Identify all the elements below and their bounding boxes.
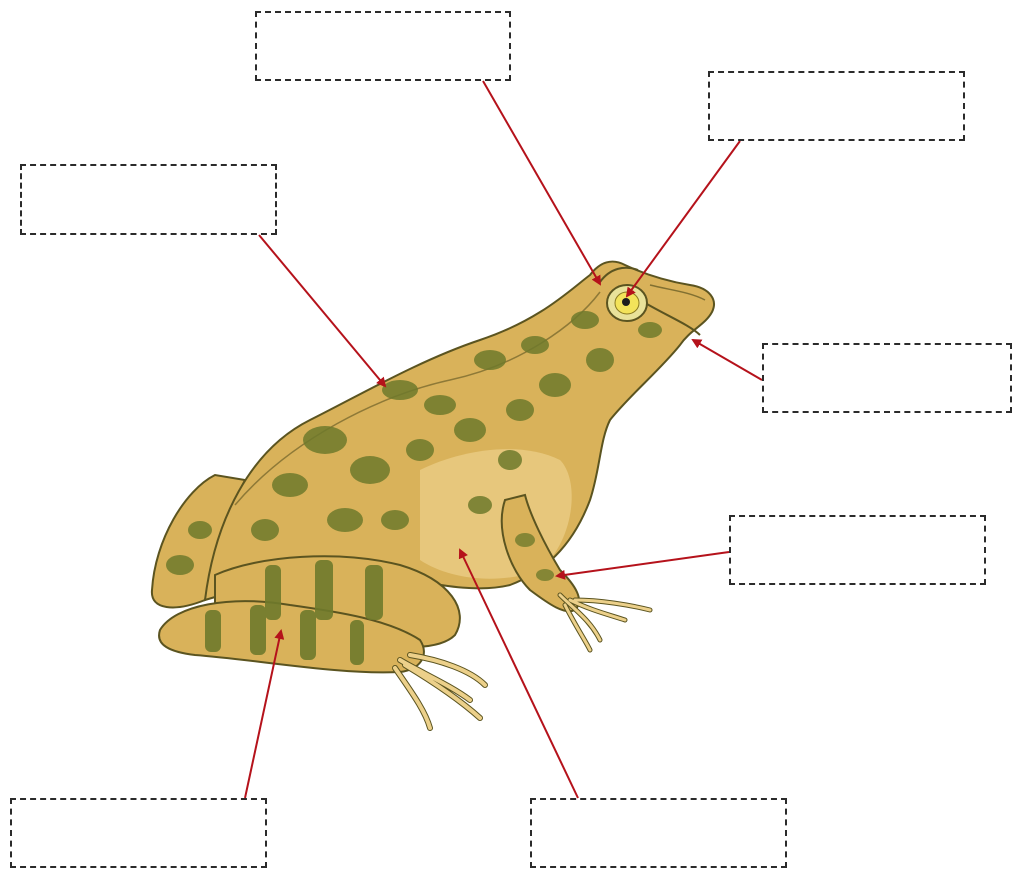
label-box-top[interactable] [255, 11, 511, 81]
leader-back [259, 235, 385, 386]
label-box-leg[interactable] [10, 798, 267, 868]
leader-mouth [693, 340, 762, 380]
leader-arm [557, 552, 729, 576]
label-box-mouth[interactable] [762, 343, 1012, 413]
leader-top [483, 81, 600, 284]
leader-eye [627, 141, 740, 296]
label-box-arm[interactable] [729, 515, 986, 585]
label-box-belly[interactable] [530, 798, 787, 868]
label-box-back[interactable] [20, 164, 277, 235]
label-box-eye[interactable] [708, 71, 965, 141]
